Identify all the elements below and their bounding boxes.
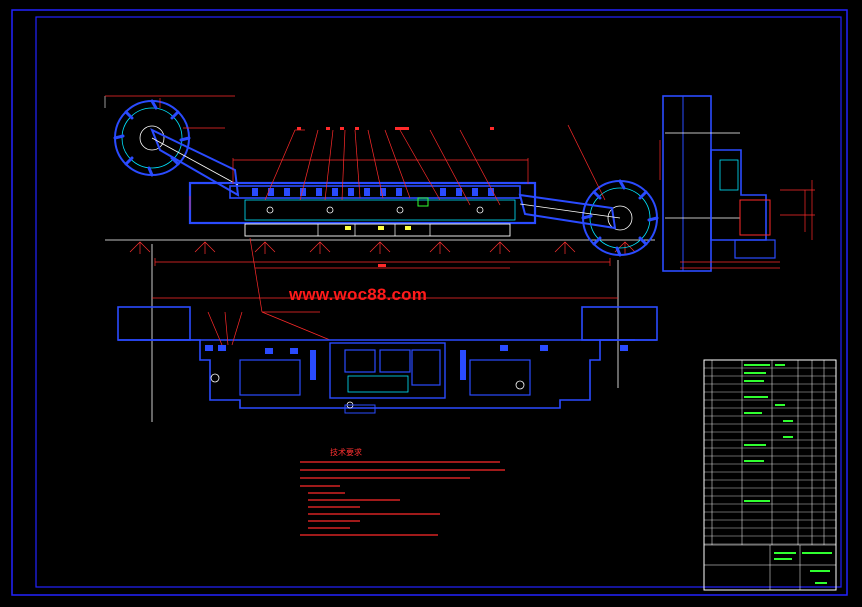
parts-list-table bbox=[703, 359, 837, 591]
section-view bbox=[659, 95, 815, 272]
technical-notes bbox=[300, 461, 505, 536]
front-view bbox=[104, 95, 659, 341]
notes-title: 技术要求 bbox=[330, 448, 362, 457]
sheet-inner-frame bbox=[35, 16, 842, 588]
plan-view bbox=[117, 244, 658, 422]
watermark-text: www.woc88.com bbox=[289, 285, 428, 304]
sheet-outer-frame bbox=[11, 9, 848, 596]
